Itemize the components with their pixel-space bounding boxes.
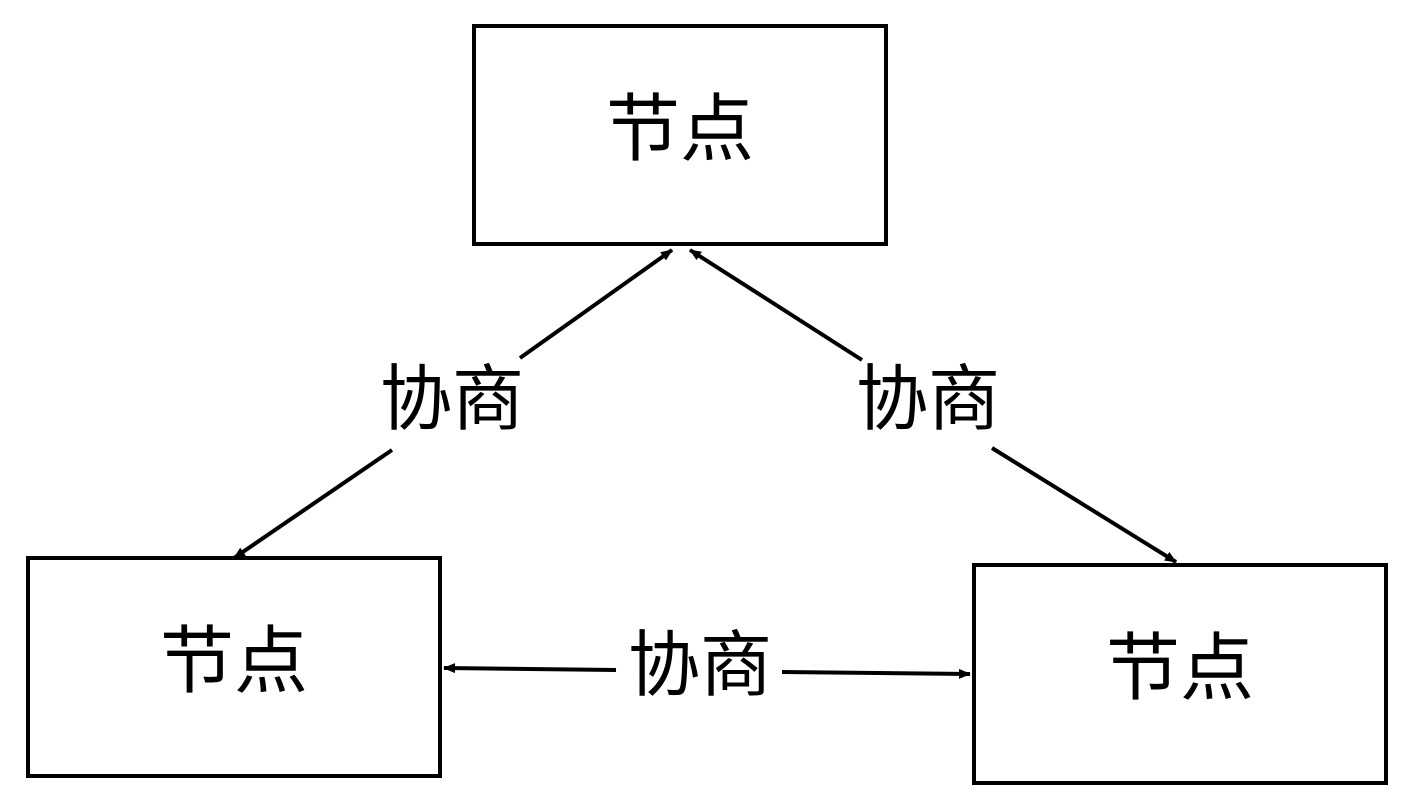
- node-top-box: [472, 24, 888, 246]
- node-right: 节点: [972, 563, 1388, 785]
- edge-label-left-right: 协商: [628, 623, 772, 707]
- edge-top-right-segment-b: [990, 446, 1178, 564]
- edge-left-right-segment-b: [781, 668, 971, 679]
- edge-top-right-segment-a: [688, 248, 864, 362]
- edge-top-left: 协商: [232, 248, 674, 560]
- edge-top-left-segment-a: [518, 248, 674, 360]
- node-top-label: 节点: [606, 86, 754, 172]
- edge-left-right-segment-a: [443, 663, 617, 674]
- edge-top-right: 协商: [688, 248, 1178, 564]
- edge-left-right: 协商: [443, 623, 971, 707]
- node-right-box: [972, 563, 1388, 785]
- node-left: 节点: [26, 556, 442, 778]
- node-right-label: 节点: [1106, 625, 1254, 711]
- edge-label-top-left: 协商: [380, 357, 524, 441]
- edge-top-left-segment-b: [232, 448, 394, 560]
- node-top: 节点: [472, 24, 888, 246]
- node-left-label: 节点: [160, 618, 308, 704]
- node-left-box: [26, 556, 442, 778]
- edge-label-top-right: 协商: [856, 357, 1000, 441]
